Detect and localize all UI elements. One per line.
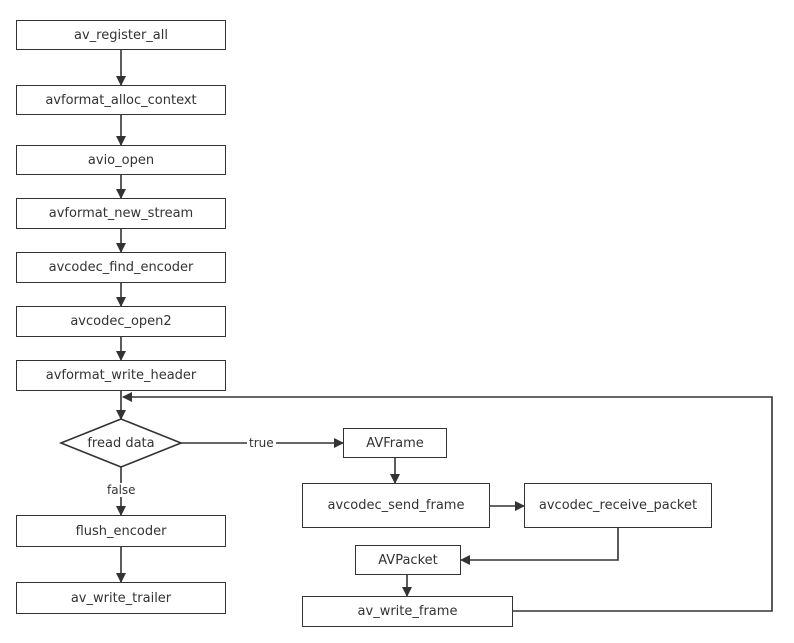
true-branch-label: true xyxy=(247,436,276,450)
false-branch-label: false xyxy=(105,483,138,497)
avframe-label: AVFrame xyxy=(366,435,424,451)
avframe-node[interactable]: AVFrame xyxy=(343,428,447,458)
avio-open-node[interactable]: avio_open xyxy=(16,145,226,175)
av-write-trailer-label: av_write_trailer xyxy=(70,590,172,606)
avcodec-open2-label: avcodec_open2 xyxy=(70,314,172,329)
flush-encoder-label: flush_encoder xyxy=(75,523,167,539)
avcodec-open2-node[interactable]: avcodec_open2 xyxy=(16,306,226,337)
av-write-frame-label: av_write_frame xyxy=(357,604,458,619)
avcodec-send-frame-label: avcodec_send_frame xyxy=(327,498,465,513)
avformat-alloc-context-node[interactable]: avformat_alloc_context xyxy=(16,85,226,115)
av-write-trailer-node[interactable]: av_write_trailer xyxy=(16,582,226,614)
fread-data-decision[interactable]: fread data xyxy=(61,419,181,467)
avio-open-label: avio_open xyxy=(87,152,155,168)
av-register-all-label: av_register_all xyxy=(74,27,168,43)
fread-data-decision-shape xyxy=(58,418,184,468)
avcodec-send-frame-node[interactable]: avcodec_send_frame xyxy=(302,483,490,528)
avcodec-find-encoder-node[interactable]: avcodec_find_encoder xyxy=(16,252,226,283)
fread-data-label: fread data xyxy=(87,435,155,451)
avformat-new-stream-node[interactable]: avformat_new_stream xyxy=(16,198,226,229)
av-write-frame-node[interactable]: av_write_frame xyxy=(302,596,513,627)
flush-encoder-node[interactable]: flush_encoder xyxy=(16,515,226,547)
avpacket-node[interactable]: AVPacket xyxy=(355,545,461,575)
edge-write-frame-loop-back xyxy=(122,392,773,612)
avpacket-label: AVPacket xyxy=(378,552,438,568)
avcodec-receive-packet-label: avcodec_receive_packet xyxy=(538,498,698,513)
avformat-write-header-node[interactable]: avformat_write_header xyxy=(16,360,226,391)
edge-receive-packet-to-avpacket xyxy=(460,528,619,565)
avformat-new-stream-label: avformat_new_stream xyxy=(48,206,194,221)
avformat-write-header-label: avformat_write_header xyxy=(45,368,197,383)
avformat-alloc-context-label: avformat_alloc_context xyxy=(45,92,197,108)
avcodec-receive-packet-node[interactable]: avcodec_receive_packet xyxy=(524,483,712,528)
av-register-all-node[interactable]: av_register_all xyxy=(16,20,226,50)
avcodec-find-encoder-label: avcodec_find_encoder xyxy=(48,260,194,275)
